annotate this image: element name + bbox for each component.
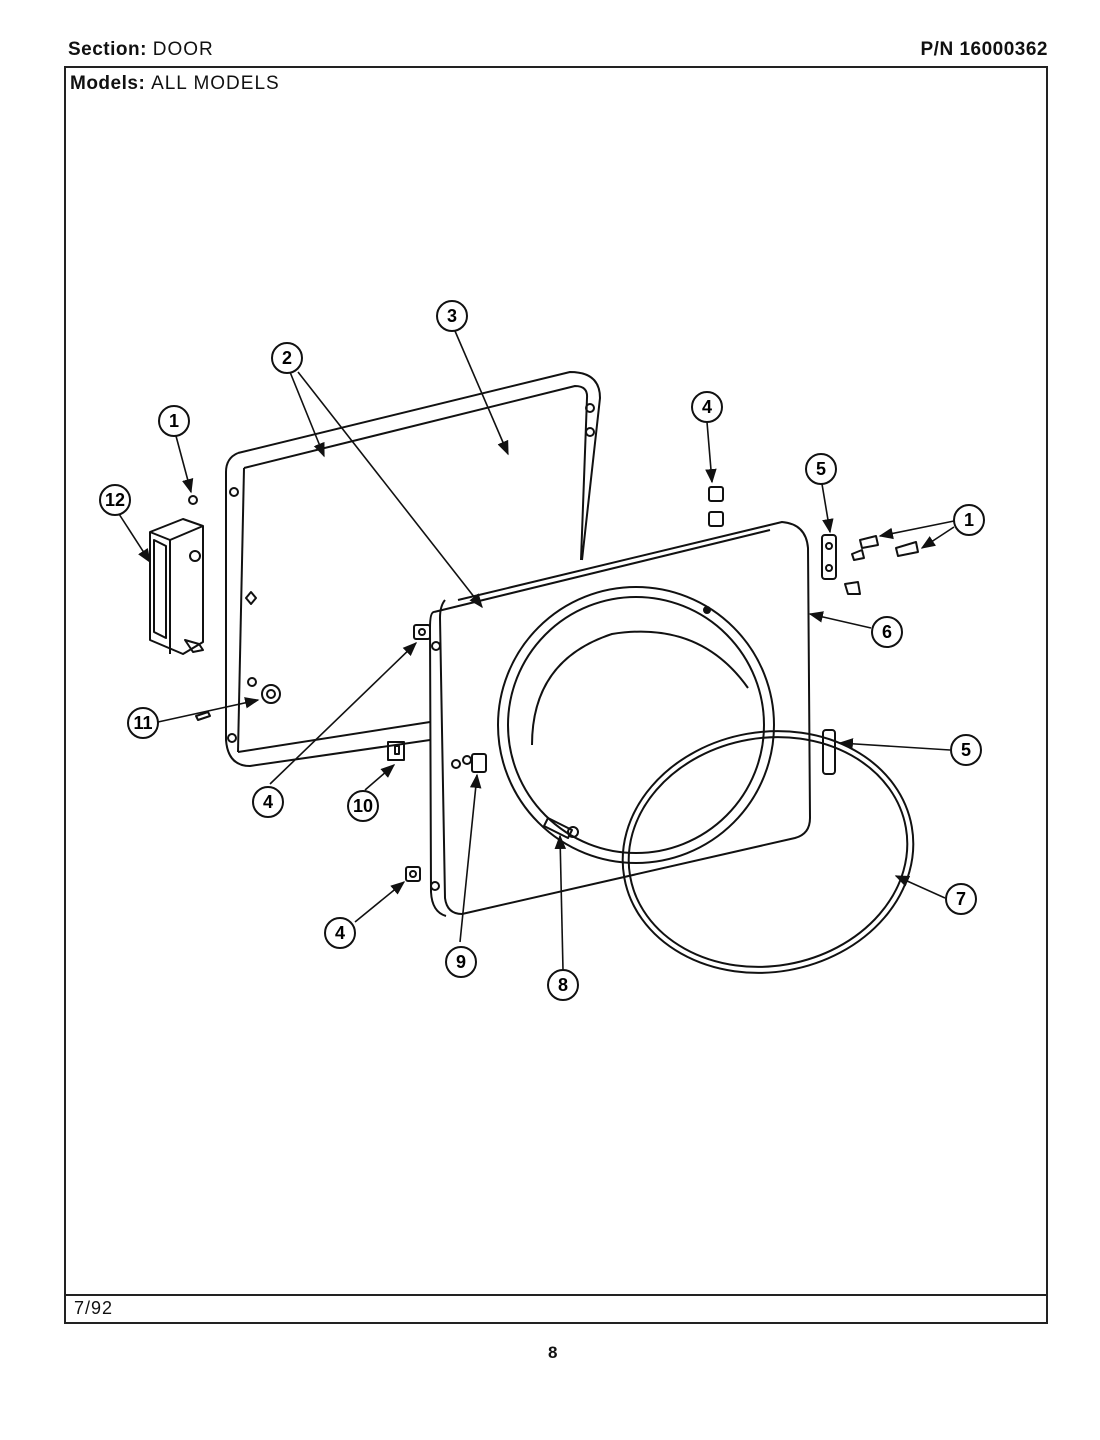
callout-circle: [252, 786, 284, 818]
callout-circle: [805, 453, 837, 485]
callout-label: 1: [169, 411, 179, 431]
callout-c12: 12: [99, 484, 131, 516]
callout-c4a: 4: [691, 391, 723, 423]
callout-label: 8: [558, 975, 568, 995]
hinge-bracket: [413, 624, 431, 640]
door-clip: [471, 753, 487, 773]
callout-label: 12: [105, 490, 125, 510]
screw-icon: [543, 817, 579, 839]
hinge-bracket: [405, 866, 421, 882]
callout-c7: 7: [945, 883, 977, 915]
callout-label: 3: [447, 306, 457, 326]
callout-c1b: 1: [953, 504, 985, 536]
callout-c4c: 4: [324, 917, 356, 949]
models-label: Models:: [70, 73, 146, 94]
callout-label: 5: [816, 459, 826, 479]
callout-c11: 11: [127, 707, 159, 739]
callout-c5a: 5: [805, 453, 837, 485]
callout-c3: 3: [436, 300, 468, 332]
callout-c1a: 1: [158, 405, 190, 437]
callout-circle: [445, 946, 477, 978]
callout-label: 10: [353, 796, 373, 816]
diagram-frame: [64, 66, 1048, 1324]
door-handle: [149, 518, 204, 655]
callout-circle: [158, 405, 190, 437]
callout-circle: [691, 391, 723, 423]
callout-c4b: 4: [252, 786, 284, 818]
callout-circle: [436, 300, 468, 332]
callout-circle: [950, 734, 982, 766]
models-header: Models: ALL MODELS: [70, 73, 280, 95]
callout-circle: [945, 883, 977, 915]
callout-circle: [347, 790, 379, 822]
callout-label: 7: [956, 889, 966, 909]
outer-door-panel: [429, 521, 811, 917]
callout-label: 5: [961, 740, 971, 760]
door-catch: [261, 684, 281, 704]
hinge-bracket: [708, 486, 724, 527]
hinge-bracket: [822, 729, 836, 775]
callout-circle: [547, 969, 579, 1001]
models-value: ALL MODELS: [151, 73, 280, 94]
callout-c10: 10: [347, 790, 379, 822]
page-number: 8: [548, 1343, 558, 1362]
callout-label: 9: [456, 952, 466, 972]
callout-circle: [324, 917, 356, 949]
inner-door-panel: [225, 371, 601, 767]
screw-icon: [195, 711, 211, 721]
callout-label: 2: [282, 348, 292, 368]
callout-label: 4: [335, 923, 345, 943]
door-gasket: [621, 730, 915, 974]
hinge-bracket: [821, 534, 837, 580]
leader-lines: [118, 330, 955, 971]
latch: [387, 741, 405, 761]
callout-c9: 9: [445, 946, 477, 978]
callout-circle: [99, 484, 131, 516]
footer-divider: [64, 1294, 1048, 1296]
section-value: DOOR: [152, 39, 214, 60]
section-header: Section: DOOR: [68, 39, 214, 61]
callout-label: 11: [133, 713, 152, 733]
callout-label: 4: [263, 792, 273, 812]
callout-circle: [127, 707, 159, 739]
section-label: Section:: [68, 39, 147, 60]
callout-c5b: 5: [950, 734, 982, 766]
callout-label: 1: [964, 510, 974, 530]
door-window-ring: [497, 586, 775, 864]
screw-icon: [188, 495, 198, 505]
callout-c2: 2: [271, 342, 303, 374]
callout-label: 4: [702, 397, 712, 417]
part-number: P/N 16000362: [920, 39, 1048, 60]
callout-circle: [953, 504, 985, 536]
revision-date: 7/92: [74, 1298, 114, 1318]
callout-c8: 8: [547, 969, 579, 1001]
screw-icon: [844, 535, 919, 595]
callout-circle: [271, 342, 303, 374]
callout-circle: [871, 616, 903, 648]
callout-label: 6: [882, 622, 892, 642]
callout-c6: 6: [871, 616, 903, 648]
